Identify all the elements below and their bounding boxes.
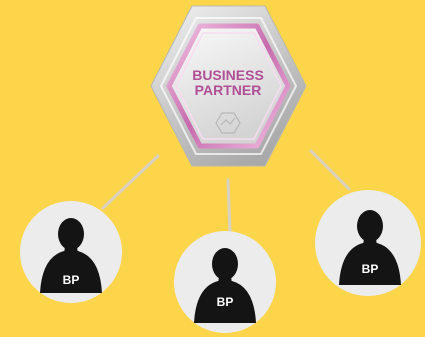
partner-label: BP — [63, 273, 80, 287]
partner-node-center: BP — [174, 231, 276, 333]
person-silhouette-icon — [339, 210, 401, 285]
partner-label: BP — [217, 295, 234, 309]
business-partner-badge: BUSINESS PARTNER — [150, 5, 307, 167]
person-silhouette-icon — [40, 218, 102, 293]
badge-title-line2: PARTNER — [195, 82, 262, 98]
connector-center — [226, 178, 232, 235]
partner-node-right: BP — [315, 190, 421, 296]
partner-node-left: BP — [20, 201, 122, 303]
partner-label: BP — [362, 262, 379, 276]
badge-emblem-icon — [215, 112, 241, 134]
connector-right — [309, 149, 351, 191]
person-silhouette-icon — [194, 248, 256, 323]
connector-left — [101, 154, 160, 210]
badge-title-line1: BUSINESS — [192, 67, 264, 83]
